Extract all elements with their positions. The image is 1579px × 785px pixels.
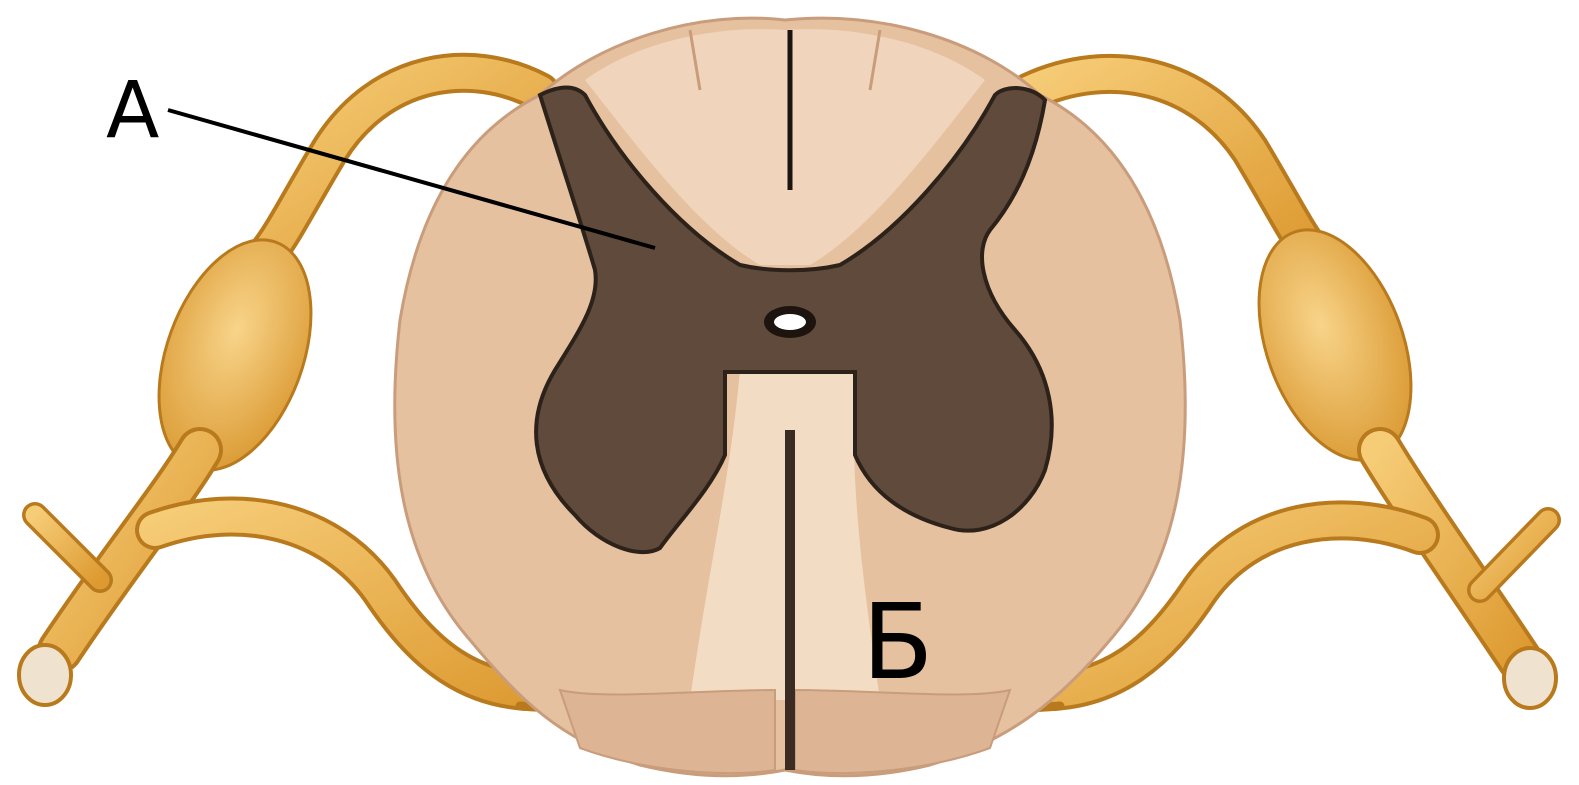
left-nerve-cut-end — [19, 645, 71, 705]
right-nerve-cut-end — [1504, 648, 1556, 708]
right-spinal-ganglion — [1230, 209, 1440, 481]
left-spinal-ganglion — [130, 219, 340, 491]
label-b: Б — [862, 590, 933, 694]
white-matter — [395, 18, 1186, 776]
label-a: А — [106, 72, 159, 150]
